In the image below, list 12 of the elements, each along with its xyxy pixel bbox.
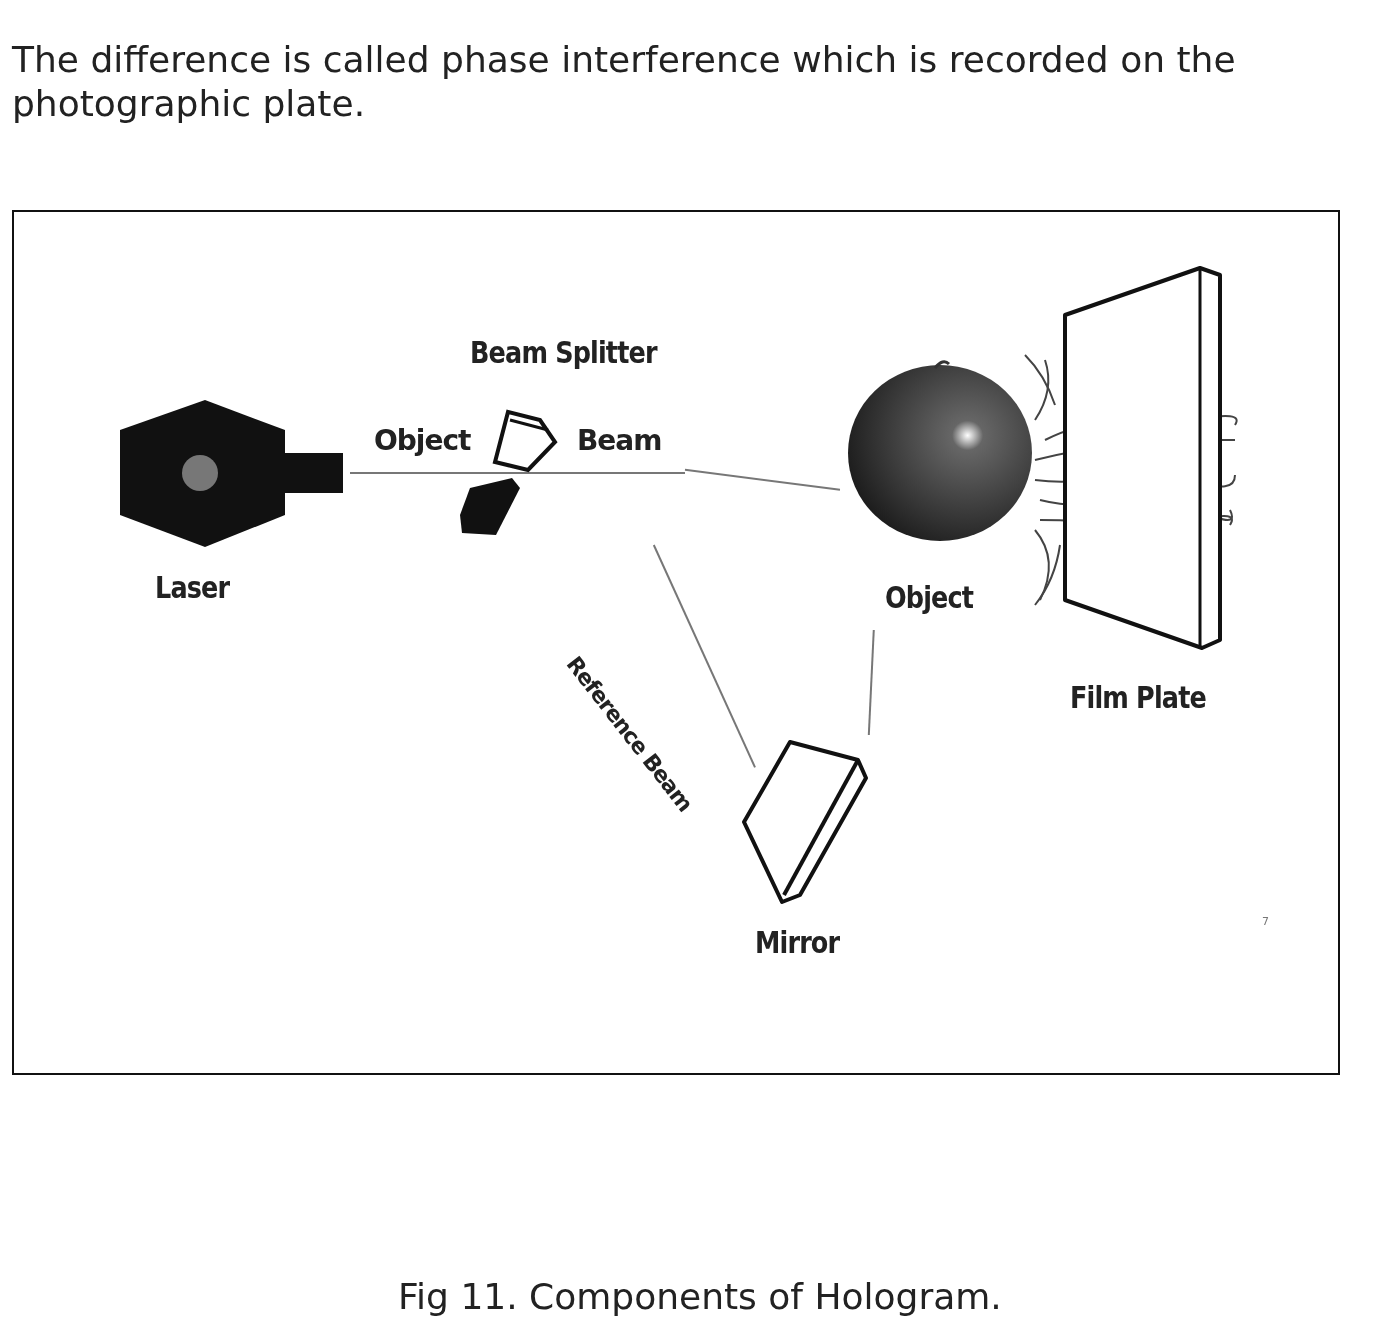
beam-line: [684, 468, 841, 491]
beam-line: [652, 544, 756, 769]
page-number: 7: [1262, 915, 1269, 928]
part-label: Mirror: [755, 925, 840, 960]
part-label: Object: [885, 580, 974, 615]
part-label: Film Plate: [1070, 680, 1206, 715]
body-text: The difference is called phase interference which is recorded on the photographic plate.: [12, 38, 1237, 126]
part-label: Beam Splitter: [470, 335, 657, 370]
part-label: Laser: [155, 570, 230, 605]
caption: Fig 11. Components of Hologram.: [398, 1276, 1002, 1317]
beam-line: [867, 629, 875, 736]
beam-line: [349, 472, 471, 474]
